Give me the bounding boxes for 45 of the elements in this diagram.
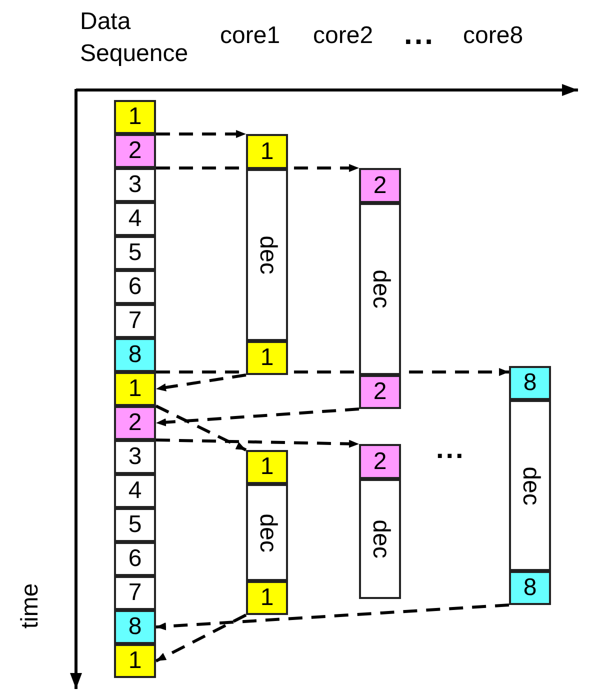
column-heading: core8 [463, 21, 524, 51]
dashed-arrow [156, 374, 246, 392]
dashed-arrow [156, 408, 360, 426]
column-heading: Data Sequence [80, 7, 190, 69]
data-cell: 7 [114, 576, 156, 610]
data-cell: 6 [114, 542, 156, 576]
data-cell: 1 [246, 450, 288, 484]
data-cell: 8 [509, 571, 551, 605]
data-cell: 5 [114, 236, 156, 270]
data-cell: 3 [114, 168, 156, 202]
data-cell: 1 [114, 372, 156, 406]
data-cell: 1 [114, 644, 156, 678]
data-cell: 1 [246, 341, 288, 375]
column-heading: core1 [220, 21, 280, 51]
data-cell: 4 [114, 202, 156, 236]
column-heading: core2 [313, 21, 374, 51]
dashed-arrow [155, 404, 247, 452]
dashed-arrow [156, 438, 360, 448]
decode-box: dec [359, 479, 401, 599]
data-cell: 5 [114, 508, 156, 542]
data-cell: 7 [114, 304, 156, 338]
data-cell: 3 [114, 440, 156, 474]
data-cell: 4 [114, 474, 156, 508]
ellipsis: ... [404, 17, 436, 53]
data-cell: 6 [114, 270, 156, 304]
dashed-arrow [156, 130, 246, 138]
data-cell: 1 [114, 100, 156, 134]
data-cell: 2 [359, 444, 401, 479]
ellipsis: ... [436, 432, 466, 466]
decode-box: dec [359, 203, 401, 375]
data-cell: 2 [114, 406, 156, 440]
data-cell: 2 [359, 168, 401, 203]
data-cell: 2 [359, 375, 401, 409]
data-cell: 1 [246, 581, 288, 615]
decode-box: dec [509, 400, 551, 571]
data-cell: 8 [509, 366, 551, 400]
axis-label: time [16, 583, 45, 629]
data-cell: 8 [114, 338, 156, 372]
dashed-arrow [156, 604, 510, 630]
data-cell: 1 [246, 134, 288, 169]
data-cell: 8 [114, 610, 156, 644]
decode-box: dec [246, 484, 288, 581]
dashed-arrow [155, 614, 247, 662]
data-cell: 2 [114, 134, 156, 168]
decode-box: dec [246, 169, 288, 341]
